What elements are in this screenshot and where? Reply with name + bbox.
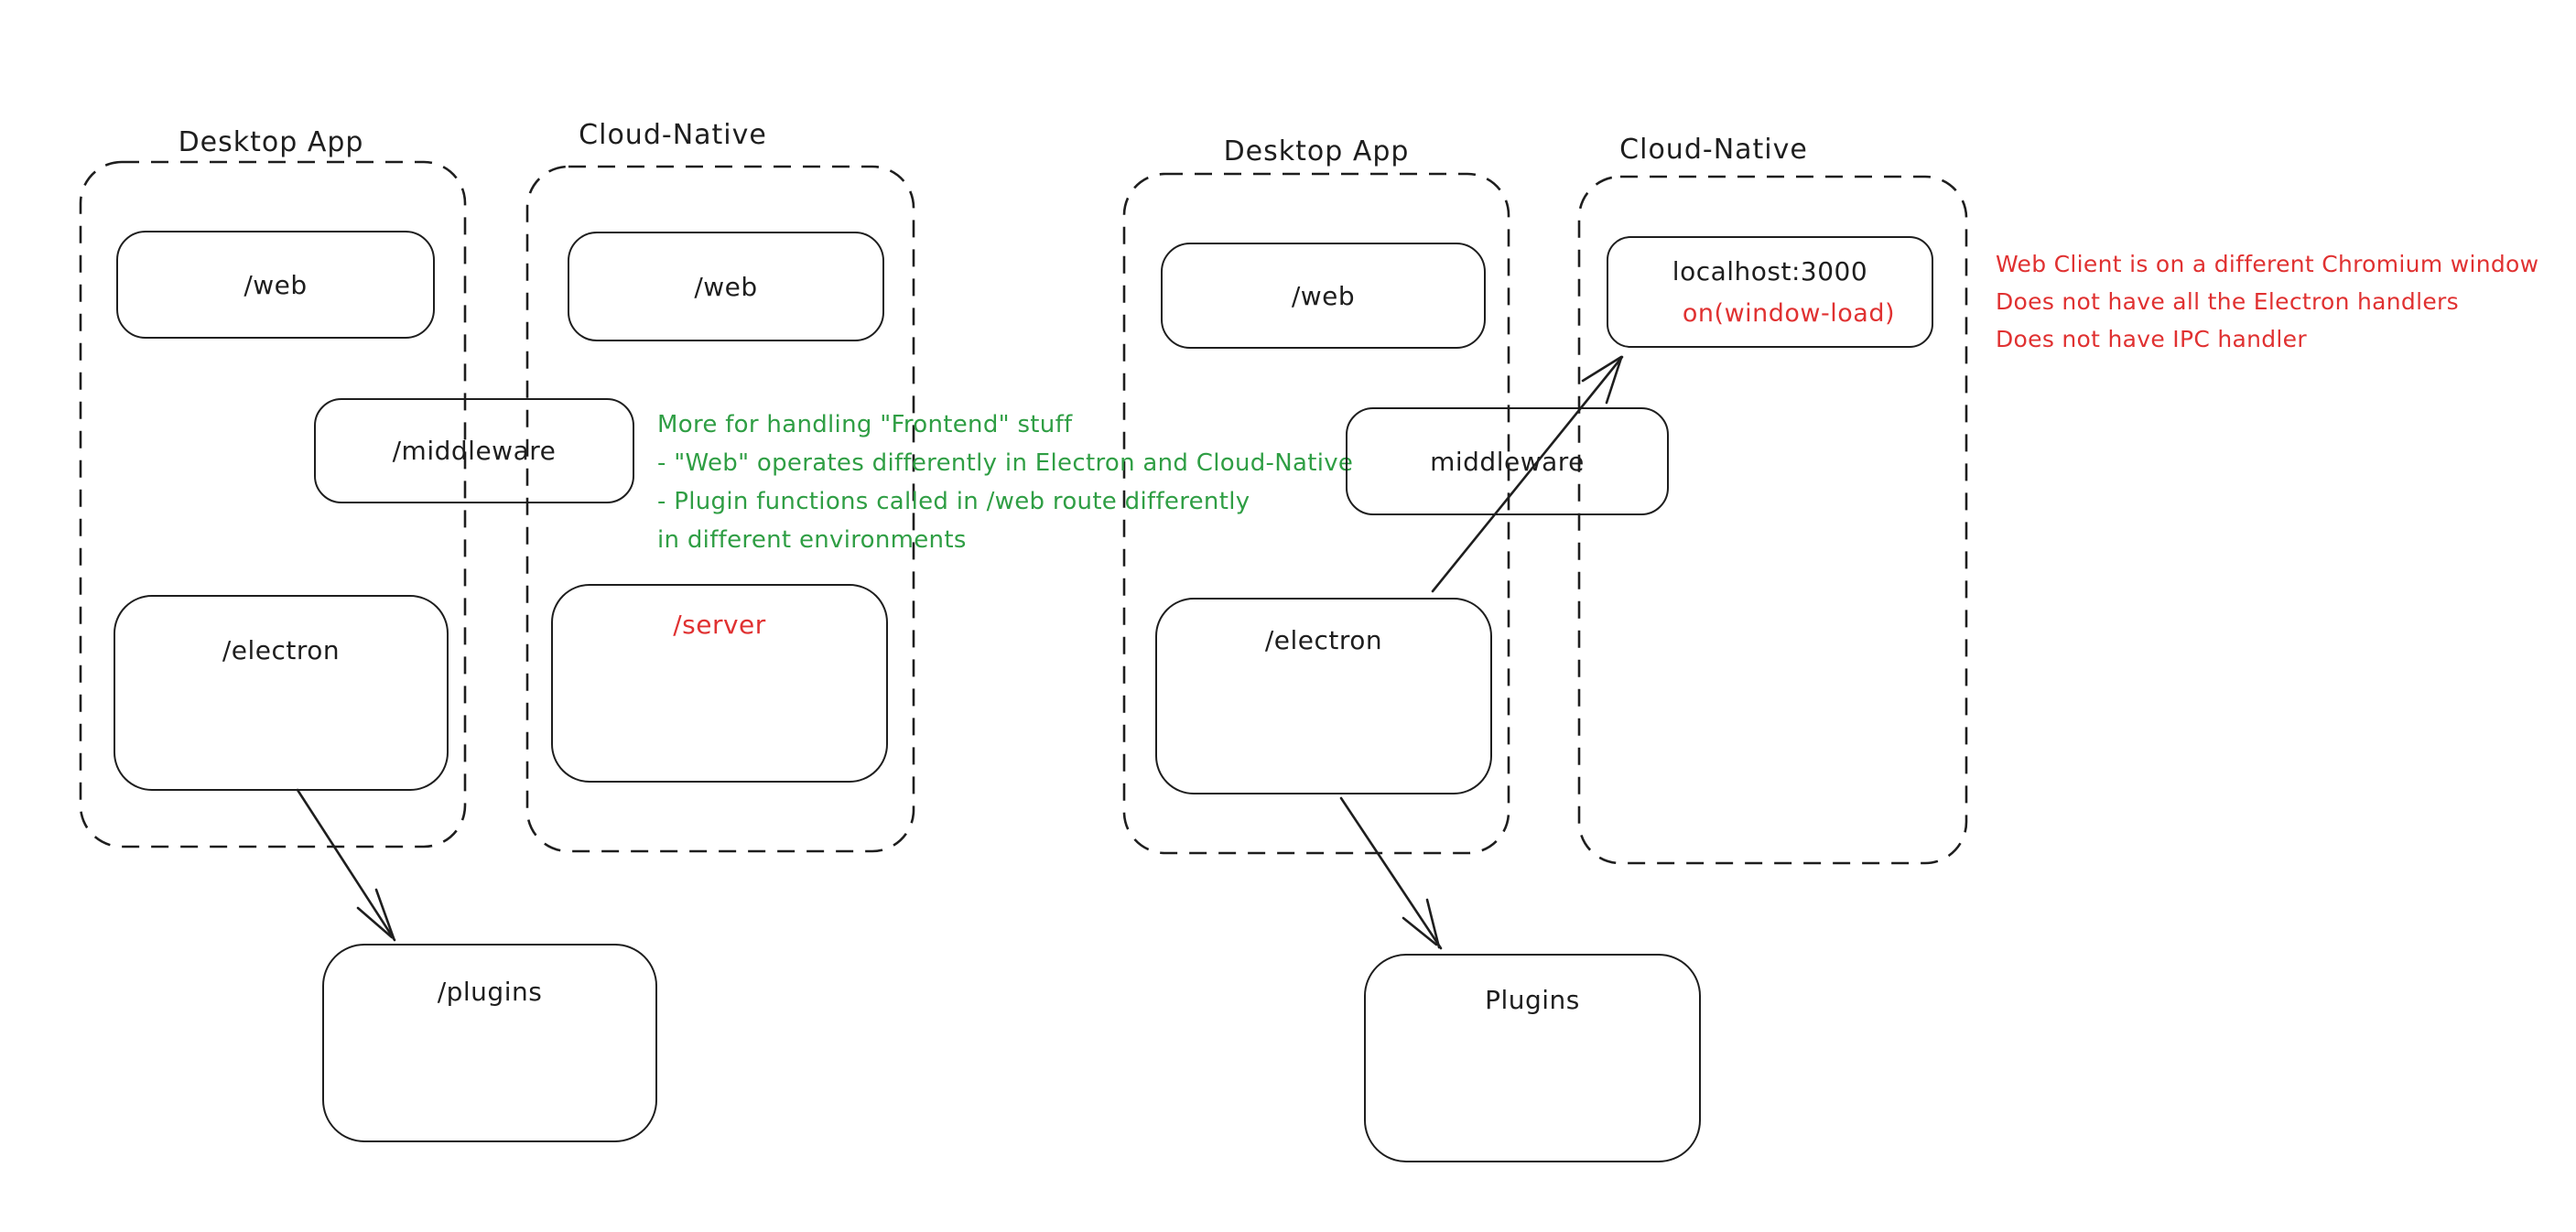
right-cloud-native-title: Cloud-Native — [1619, 134, 1808, 166]
arrow-electron-to-plugins-left — [296, 788, 396, 942]
left-desktop-app-container — [79, 160, 467, 848]
right-middleware-label: middleware — [1430, 446, 1585, 477]
right-web-box: /web — [1161, 243, 1486, 349]
right-web-label: /web — [1291, 280, 1356, 311]
right-desktop-app-container — [1122, 172, 1510, 855]
green-note-line-2: - "Web" operates differently in Electron… — [657, 449, 1354, 477]
left-middleware-label: /middleware — [392, 436, 557, 466]
left-plugins-box: /plugins — [322, 944, 657, 1142]
left-web-cloud-label: /web — [694, 271, 758, 302]
green-note-line-4: in different environments — [657, 526, 967, 554]
right-plugins-label: Plugins — [1485, 985, 1580, 1015]
left-electron-label: /electron — [222, 635, 341, 665]
left-cloud-native-title: Cloud-Native — [579, 119, 767, 151]
left-cloud-native-container — [525, 165, 915, 853]
left-web-desktop-label: /web — [244, 269, 308, 300]
arrow-electron-to-plugins-right — [1339, 796, 1443, 950]
left-desktop-app-title: Desktop App — [178, 126, 364, 158]
left-web-desktop-box: /web — [116, 231, 435, 339]
green-annotation-note: More for handling "Frontend" stuff - "We… — [657, 405, 1353, 559]
red-note-line-3: Does not have IPC handler — [1996, 326, 2307, 352]
red-note-line-1: Web Client is on a different Chromium wi… — [1996, 251, 2539, 277]
left-electron-box: /electron — [114, 595, 449, 791]
left-plugins-label: /plugins — [437, 977, 543, 1007]
left-middleware-box: /middleware — [314, 398, 634, 503]
red-note-line-2: Does not have all the Electron handlers — [1996, 288, 2459, 315]
green-note-line-3: - Plugin functions called in /web route … — [657, 488, 1250, 515]
right-localhost-box: localhost:3000 on(window-load) — [1607, 236, 1933, 348]
on-window-load-label: on(window-load) — [1682, 299, 1895, 328]
arrow-electron-to-localhost — [1431, 355, 1624, 593]
left-web-cloud-box: /web — [568, 232, 884, 341]
green-note-line-1: More for handling "Frontend" stuff — [657, 411, 1073, 438]
right-cloud-native-container — [1577, 175, 1968, 865]
red-annotation-note: Web Client is on a different Chromium wi… — [1996, 245, 2538, 358]
localhost-label: localhost:3000 — [1672, 256, 1868, 286]
right-middleware-box: middleware — [1346, 407, 1669, 515]
left-server-label: /server — [673, 610, 766, 640]
right-plugins-box: Plugins — [1364, 954, 1701, 1162]
right-desktop-app-title: Desktop App — [1223, 135, 1410, 168]
left-server-box: /server — [551, 584, 888, 783]
right-electron-box: /electron — [1155, 598, 1492, 794]
right-electron-label: /electron — [1264, 625, 1383, 655]
